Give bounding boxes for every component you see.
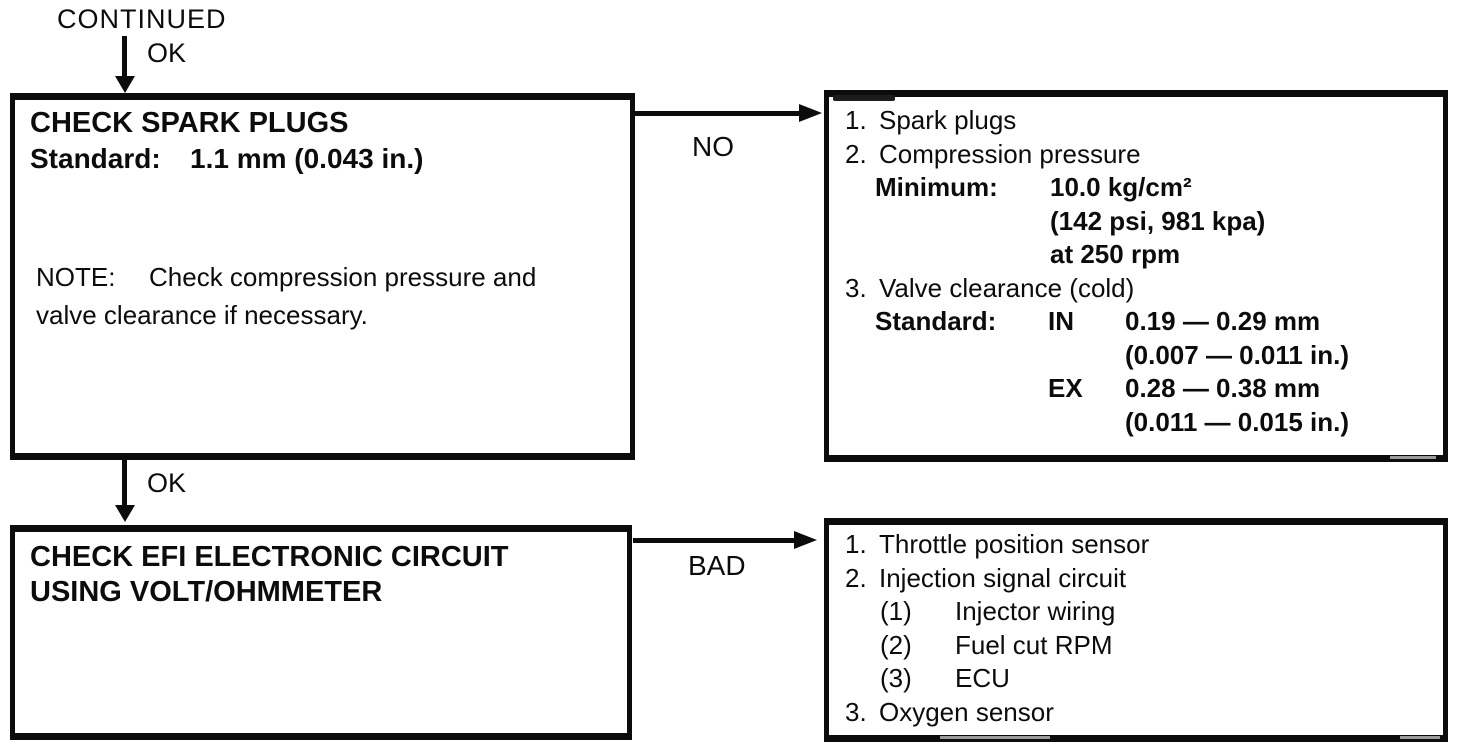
ok-label-top: OK (147, 38, 187, 68)
node-efi-diagnosis: 1. Throttle position sensor 2. Injection… (824, 518, 1448, 742)
arrow-down-ok-mid-head (115, 505, 135, 522)
bad-label: BAD (688, 550, 746, 581)
item-text: Compression pressure (879, 138, 1141, 169)
ex-spec-row: EX 0.28 — 0.38 mm (829, 372, 1443, 406)
no-label: NO (692, 131, 734, 162)
ok-label-mid: OK (147, 468, 187, 498)
spark-plug-standard-row: Standard: 1.1 mm (0.043 in.) (30, 141, 630, 176)
check-efi-title-line2: USING VOLT/OHMMETER (30, 576, 383, 608)
minimum-label: Minimum: (875, 172, 998, 202)
note-text-line2: valve clearance if necessary. (36, 300, 368, 330)
minimum-alt-value: (142 psi, 981 kpa) (1050, 205, 1266, 236)
sub-list-item: (3) ECU (829, 662, 1443, 696)
check-spark-plugs-title: CHECK SPARK PLUGS (30, 107, 349, 139)
list-item: 3. Valve clearance (cold) (829, 272, 1443, 306)
subitem-text: Injector wiring (955, 596, 1116, 626)
sub-list-item: (2) Fuel cut RPM (829, 629, 1443, 663)
list-item: 3. Oxygen sensor (829, 696, 1443, 730)
note-text-line1: Check compression pressure and (149, 262, 537, 292)
continued-label: CONTINUED (57, 4, 227, 34)
note-block: NOTE: Check compression pressure and val… (36, 258, 536, 334)
ex-tag: EX (1048, 373, 1083, 403)
scan-artifact (1390, 456, 1436, 459)
standard-label: Standard: (30, 143, 161, 174)
node-check-spark-plugs: CHECK SPARK PLUGS Standard: 1.1 mm (0.04… (10, 93, 635, 460)
standard-spec-row: Standard: IN 0.19 — 0.29 mm (829, 305, 1443, 339)
list-item: 2. Injection signal circuit (829, 562, 1443, 596)
arrow-right-bad (633, 538, 798, 543)
item-text: Throttle position sensor (879, 529, 1150, 559)
item-number: 2. (845, 562, 867, 593)
note-label: NOTE: (36, 262, 116, 292)
subitem-number: (1) (880, 596, 912, 626)
list-item: 1. Spark plugs (829, 104, 1443, 138)
arrow-down-ok-mid (122, 460, 127, 507)
arrow-down-ok-top-head (115, 76, 135, 93)
minimum-value: 10.0 kg/cm² (1050, 172, 1192, 202)
ex-value-inch: (0.011 — 0.015 in.) (1125, 406, 1350, 437)
node-spark-diagnosis: 1. Spark plugs 2. Compression pressure M… (824, 90, 1448, 462)
standard-value: 1.1 mm (0.043 in.) (190, 143, 424, 174)
ex-value-mm: 0.28 — 0.38 mm (1125, 373, 1321, 403)
item-number: 2. (845, 138, 867, 169)
subitem-number: (3) (880, 663, 912, 693)
scan-artifact (1400, 736, 1440, 739)
item-number: 3. (845, 272, 867, 303)
item-number: 3. (845, 696, 867, 727)
item-text: Spark plugs (879, 105, 1017, 135)
minimum-rpm-value: at 250 rpm (1050, 239, 1181, 269)
in-value-inch: (0.007 — 0.011 in.) (1125, 339, 1350, 370)
list-item: 2. Compression pressure (829, 138, 1443, 172)
sub-list-item: (1) Injector wiring (829, 595, 1443, 629)
subitem-text: Fuel cut RPM (955, 629, 1113, 660)
item-text: Oxygen sensor (879, 696, 1054, 727)
arrow-right-no-head (799, 104, 822, 122)
item-number: 1. (845, 529, 867, 559)
in-tag: IN (1048, 306, 1074, 336)
arrow-right-no (635, 111, 803, 116)
in-value-mm: 0.19 — 0.29 mm (1125, 306, 1321, 336)
subitem-text: ECU (955, 663, 1010, 693)
item-text: Injection signal circuit (879, 562, 1127, 593)
list-item: 1. Throttle position sensor (829, 528, 1443, 562)
item-text: Valve clearance (cold) (879, 272, 1135, 303)
scan-artifact (940, 736, 1050, 739)
subitem-number: (2) (880, 629, 912, 660)
item-number: 1. (845, 105, 867, 135)
minimum-spec-row: Minimum: 10.0 kg/cm² (829, 171, 1443, 205)
arrow-right-bad-head (794, 531, 817, 549)
check-efi-title-line1: CHECK EFI ELECTRONIC CIRCUIT (30, 541, 509, 573)
scan-artifact (833, 95, 895, 101)
standard-label: Standard: (875, 306, 997, 336)
node-check-efi-circuit: CHECK EFI ELECTRONIC CIRCUIT USING VOLT/… (10, 525, 632, 740)
arrow-down-ok-top (122, 36, 127, 78)
